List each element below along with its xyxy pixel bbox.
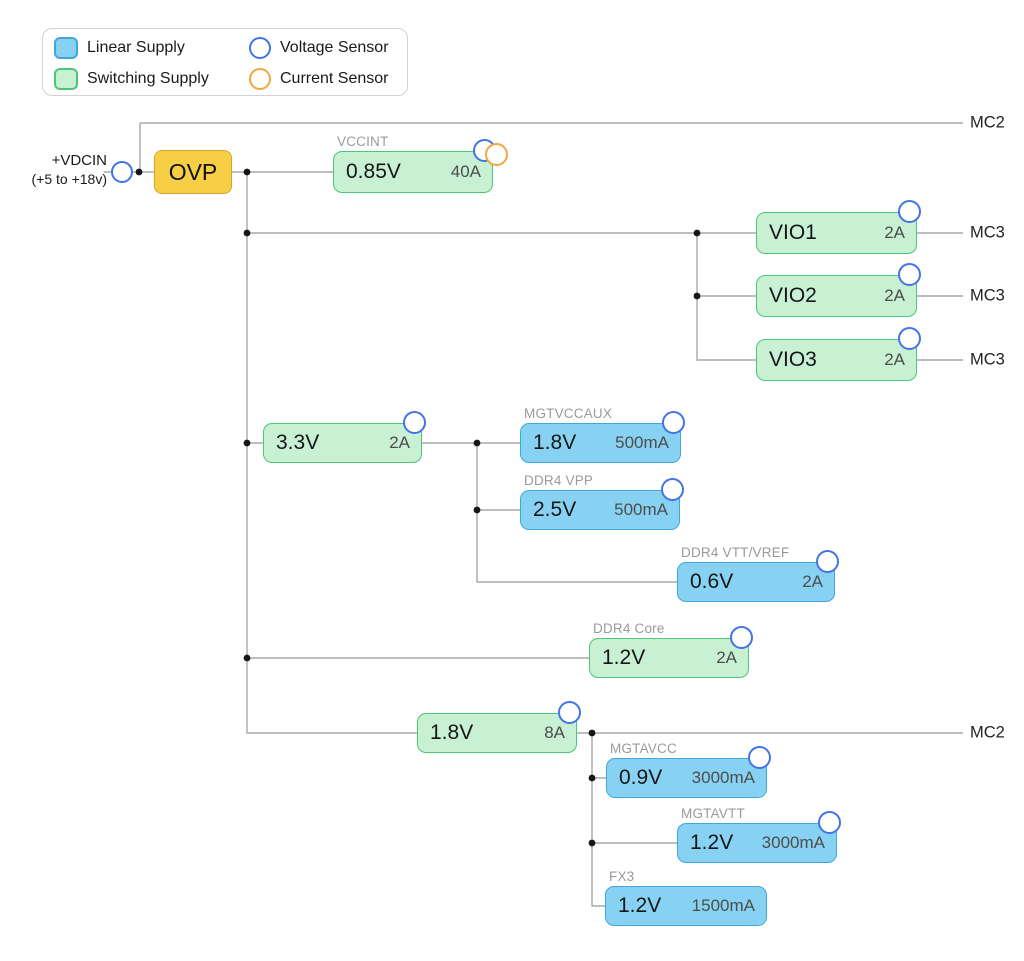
node-voltage: 0.85V [346,160,401,183]
node-ddr4-core: DDR4 Core 1.2V 2A [589,621,753,678]
voltage-sensor-icon [249,37,271,59]
junction-dots [135,168,701,847]
node-title: VCCINT [337,134,389,149]
legend-item-switching-supply: Switching Supply [54,67,209,91]
output-label-mc3-vio3: MC3 [970,350,1005,369]
node-current: 3000mA [691,768,755,787]
node-current: 500mA [615,433,669,452]
node-current: 40A [450,162,481,181]
input-vdcin-label: +VDCIN (+5 to +18v) [2,151,108,189]
node-vio2: VIO2 2A [756,263,921,317]
voltage-sensor-icon [661,478,684,501]
legend-item-current-sensor: Current Sensor [249,67,389,91]
node-voltage: 0.9V [619,766,663,789]
legend-label: Switching Supply [87,70,209,87]
ovp-block: OVP [154,150,232,194]
node-ddr4-vpp: DDR4 VPP 2.5V 500mA [520,473,684,530]
node-title: MGTVCCAUX [524,406,613,421]
node-current: 2A [389,433,410,452]
node-current: 2A [716,648,737,667]
voltage-sensor-icon [898,200,921,223]
voltage-sensor-icon [898,327,921,350]
node-1v8: 1.8V 8A [417,701,581,753]
node-mgtavcc: MGTAVCC 0.9V 3000mA [606,741,771,798]
output-label-mc3-vio2: MC3 [970,286,1005,305]
output-label-mc3-vio1: MC3 [970,223,1005,242]
input-name: +VDCIN [51,152,107,169]
node-title: MGTAVCC [610,741,677,756]
node-3v3: 3.3V 2A [263,411,426,463]
legend-label: Voltage Sensor [280,39,389,56]
node-current: 8A [544,723,565,742]
input-range: (+5 to +18v) [31,171,108,187]
node-voltage: 3.3V [276,431,320,454]
node-vio3: VIO3 2A [756,327,921,381]
output-label-mc2-top: MC2 [970,113,1005,132]
voltage-sensor-icon [816,550,839,573]
switching-supply-swatch-icon [54,68,78,90]
node-vccint: VCCINT 0.85V 40A [333,134,508,193]
voltage-sensor-icon [898,263,921,286]
voltage-sensor-icon [818,811,841,834]
voltage-sensor-icon [558,701,581,724]
node-title: DDR4 VPP [524,473,594,488]
node-voltage: 1.2V [690,831,734,854]
node-title: FX3 [609,869,635,884]
current-sensor-icon [249,68,271,90]
node-voltage: 2.5V [533,498,577,521]
current-sensor-icon [485,143,508,166]
node-mgtvccaux: MGTVCCAUX 1.8V 500mA [520,406,685,463]
legend-item-linear-supply: Linear Supply [54,36,185,60]
node-voltage: 0.6V [690,570,734,593]
output-label-mc2-1v8: MC2 [970,723,1005,742]
node-title: MGTAVTT [681,806,745,821]
voltage-sensor-icon [730,626,753,649]
node-voltage: VIO2 [769,284,817,307]
node-voltage: 1.2V [602,646,646,669]
node-current: 500mA [614,500,668,519]
legend: Linear Supply Switching Supply Voltage S… [42,28,408,96]
linear-supply-swatch-icon [54,37,78,59]
node-voltage: 1.8V [533,431,577,454]
node-voltage: VIO3 [769,348,817,371]
node-title: DDR4 VTT/VREF [681,545,790,560]
node-voltage: VIO1 [769,221,817,244]
node-vio1: VIO1 2A [756,200,921,254]
node-ddr4-vtt-vref: DDR4 VTT/VREF 0.6V 2A [677,545,839,602]
node-voltage: 1.8V [430,721,474,744]
node-current: 2A [802,572,823,591]
legend-label: Linear Supply [87,39,185,56]
node-current: 2A [884,350,905,369]
voltage-sensor-icon [662,411,685,434]
voltage-sensor-icon [111,161,133,183]
legend-item-voltage-sensor: Voltage Sensor [249,36,389,60]
node-current: 2A [884,286,905,305]
node-current: 3000mA [761,833,825,852]
node-voltage: 1.2V [618,894,662,917]
voltage-sensor-icon [748,746,771,769]
node-fx3: FX3 1.2V 1500mA [605,869,767,926]
voltage-sensor-icon [403,411,426,434]
node-mgtavtt: MGTAVTT 1.2V 3000mA [677,806,841,863]
node-current: 1500mA [691,896,755,915]
node-current: 2A [884,223,905,242]
node-title: DDR4 Core [593,621,665,636]
legend-label: Current Sensor [280,70,389,87]
